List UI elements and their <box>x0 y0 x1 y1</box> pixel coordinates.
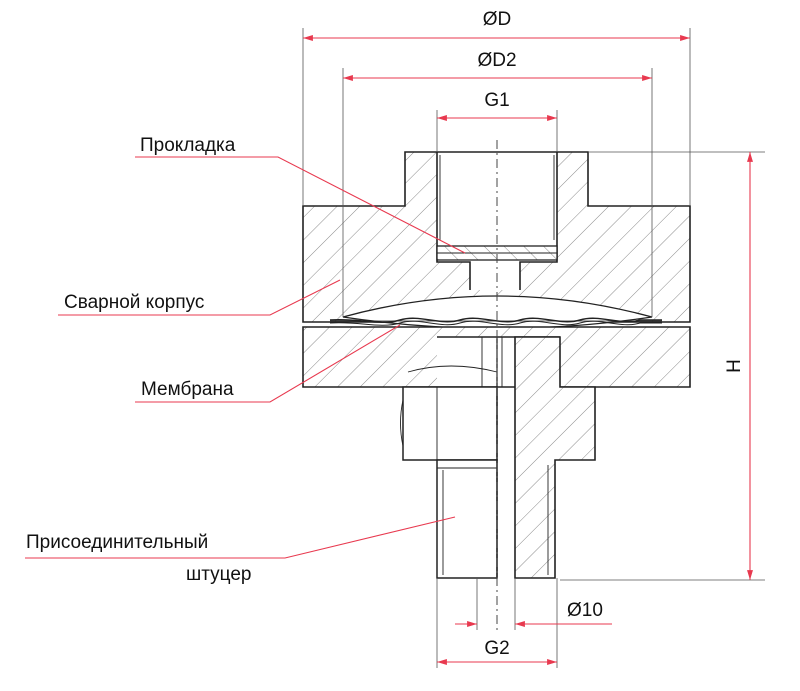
dim-bottom-thread: G2 <box>484 638 509 659</box>
label-connector-line2: штуцер <box>186 564 251 585</box>
leader-lines <box>25 156 466 559</box>
dim-outer-diameter: ØD <box>483 9 512 30</box>
dimension-lines <box>303 35 753 665</box>
label-connector-line1: Присоединительный <box>26 532 208 553</box>
dim-top-thread: G1 <box>484 90 509 111</box>
dim-inner-diameter: ØD2 <box>477 50 516 71</box>
label-gasket: Прокладка <box>140 135 236 156</box>
label-membrane: Мембрана <box>141 379 234 400</box>
connector-section <box>514 336 596 579</box>
dim-height: H <box>724 359 745 373</box>
extension-lines <box>302 28 765 668</box>
dim-bore: Ø10 <box>567 600 603 621</box>
label-welded-body: Сварной корпус <box>64 292 204 313</box>
